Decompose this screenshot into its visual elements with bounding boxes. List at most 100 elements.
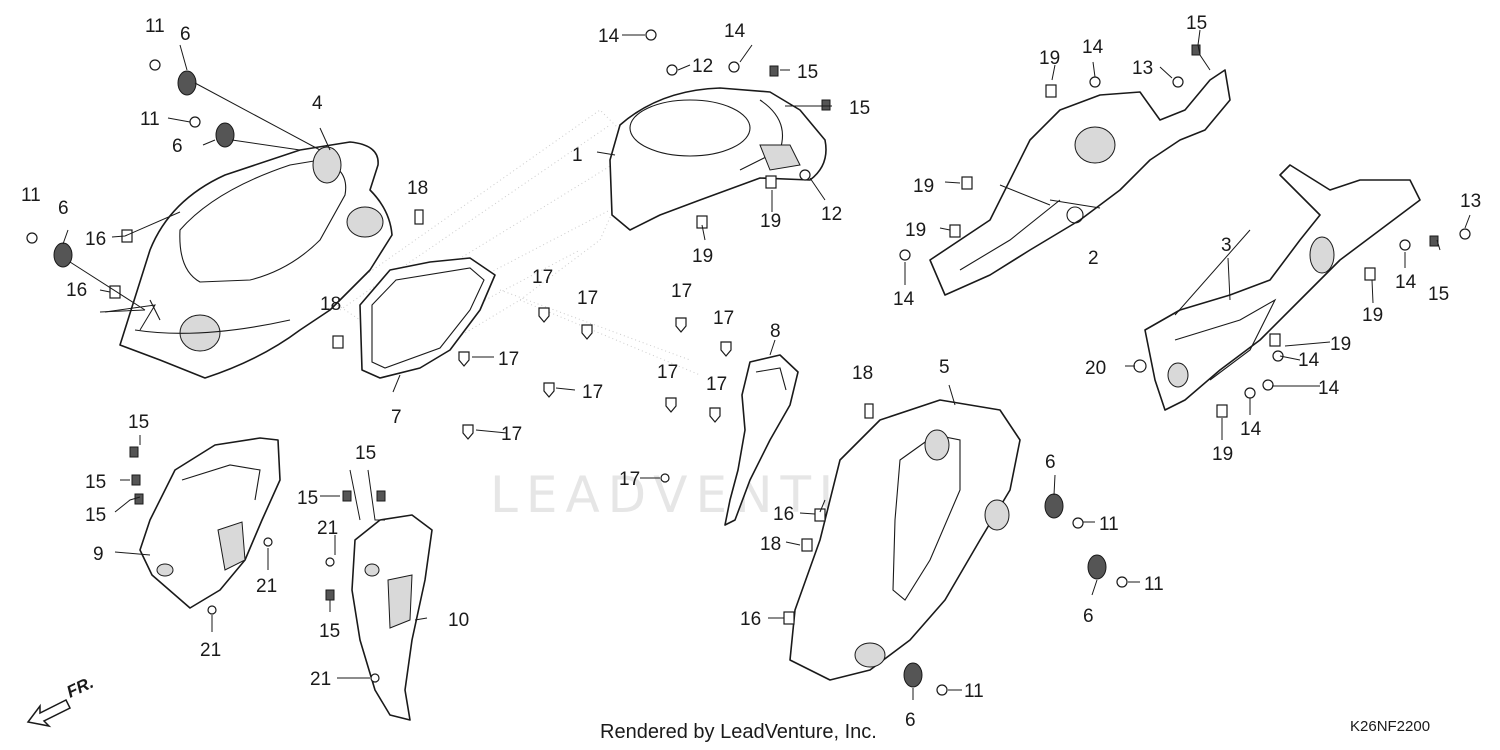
label-15: 15 <box>297 488 318 509</box>
label-3: 3 <box>1221 235 1232 256</box>
label-21: 21 <box>310 669 331 690</box>
label-14: 14 <box>724 21 746 42</box>
label-15: 15 <box>128 412 149 433</box>
label-14: 14 <box>893 289 915 310</box>
screw-icon <box>1459 228 1471 240</box>
label-14: 14 <box>1298 350 1320 371</box>
label-17: 17 <box>498 349 519 370</box>
screw-icon <box>26 232 38 244</box>
label-15: 15 <box>1428 284 1449 305</box>
grommet-icon <box>675 317 687 333</box>
rivet-icon <box>134 493 144 505</box>
label-13: 13 <box>1460 191 1481 212</box>
label-15: 15 <box>1186 13 1207 34</box>
screw-icon <box>936 684 948 696</box>
label-19: 19 <box>1039 48 1060 69</box>
grommet-icon <box>543 382 555 398</box>
label-15: 15 <box>85 505 106 526</box>
washer-group <box>53 70 1107 688</box>
part-10-lower-side-panel[interactable] <box>351 514 433 721</box>
rivet-icon <box>769 65 779 77</box>
screw-icon <box>1272 350 1284 362</box>
label-5: 5 <box>939 357 950 378</box>
label-17: 17 <box>671 281 692 302</box>
label-19: 19 <box>760 211 781 232</box>
screw-icon <box>728 61 740 73</box>
screw-icon <box>1399 239 1411 251</box>
label-18: 18 <box>760 534 781 555</box>
screw-icon <box>1244 387 1256 399</box>
label-15: 15 <box>849 98 870 119</box>
screw-icon <box>645 29 657 41</box>
clip-icon <box>414 209 424 225</box>
label-6: 6 <box>180 24 191 45</box>
screw-icon <box>799 169 811 181</box>
label-17: 17 <box>713 308 734 329</box>
label-11: 11 <box>1144 574 1164 595</box>
clip-icon <box>783 611 795 625</box>
part-7-inner-bracket[interactable] <box>359 257 496 379</box>
clip-icon <box>1269 333 1281 347</box>
label-14: 14 <box>1082 37 1104 58</box>
screw-icon <box>370 673 380 683</box>
washer-icon <box>1044 493 1064 519</box>
part-1-center-cover[interactable] <box>609 87 827 231</box>
rivet-icon <box>821 99 831 111</box>
clip-icon <box>109 285 121 299</box>
clip-icon <box>801 538 813 552</box>
part-9-lower-panel[interactable] <box>139 437 281 609</box>
screw-icon <box>1072 517 1084 529</box>
part-3-right-lower-cover[interactable] <box>1144 164 1421 411</box>
arrow-icon <box>26 698 72 728</box>
grommet-icon <box>581 324 593 340</box>
washer-icon <box>53 242 73 268</box>
label-12: 12 <box>692 56 713 77</box>
grommet-group <box>458 307 732 483</box>
label-7: 7 <box>391 407 402 428</box>
washer-icon <box>215 122 235 148</box>
label-15: 15 <box>85 472 106 493</box>
washer-icon <box>903 662 923 688</box>
label-8: 8 <box>770 321 781 342</box>
label-6: 6 <box>905 710 916 731</box>
grommet-icon <box>720 341 732 357</box>
screw-icon <box>149 59 161 71</box>
label-12: 12 <box>821 204 842 225</box>
part-4-front-cowl[interactable] <box>119 141 393 379</box>
washer-icon <box>1087 554 1107 580</box>
nut-icon <box>1133 359 1147 373</box>
rivet-icon <box>129 446 139 458</box>
clip-icon <box>1045 84 1057 98</box>
grommet-icon <box>458 351 470 367</box>
label-18: 18 <box>852 363 873 384</box>
grommet-icon <box>462 424 474 440</box>
label-19: 19 <box>1212 444 1233 465</box>
screw-icon <box>1089 76 1101 88</box>
label-17: 17 <box>582 382 603 403</box>
part-labels: 11 6 11 6 4 11 6 16 16 18 18 7 14 14 12 … <box>21 13 1481 731</box>
clip-icon <box>332 335 344 349</box>
screw-icon <box>189 116 201 128</box>
clip-icon <box>864 403 874 419</box>
part-8-side-panel[interactable] <box>724 354 799 526</box>
front-direction-indicator: FR. <box>26 673 97 728</box>
screw-icon <box>207 605 217 615</box>
grommet-icon <box>709 407 721 423</box>
label-4: 4 <box>312 93 323 114</box>
rivet-icon <box>131 474 141 486</box>
rivet-icon <box>1429 235 1439 247</box>
rivet-icon <box>342 490 352 502</box>
label-17: 17 <box>532 267 553 288</box>
label-19: 19 <box>905 220 926 241</box>
screw-icon <box>1172 76 1184 88</box>
label-11: 11 <box>140 109 160 130</box>
label-20: 20 <box>1085 358 1106 379</box>
screw-group <box>26 29 1471 696</box>
label-17: 17 <box>501 424 522 445</box>
part-5-side-cover[interactable] <box>789 399 1021 681</box>
part-2-right-upper-cover[interactable] <box>929 69 1231 296</box>
label-11: 11 <box>964 681 984 702</box>
direction-label: FR. <box>64 673 97 702</box>
label-15: 15 <box>319 621 340 642</box>
footer-credit: Rendered by LeadVenture, Inc. <box>600 721 877 743</box>
